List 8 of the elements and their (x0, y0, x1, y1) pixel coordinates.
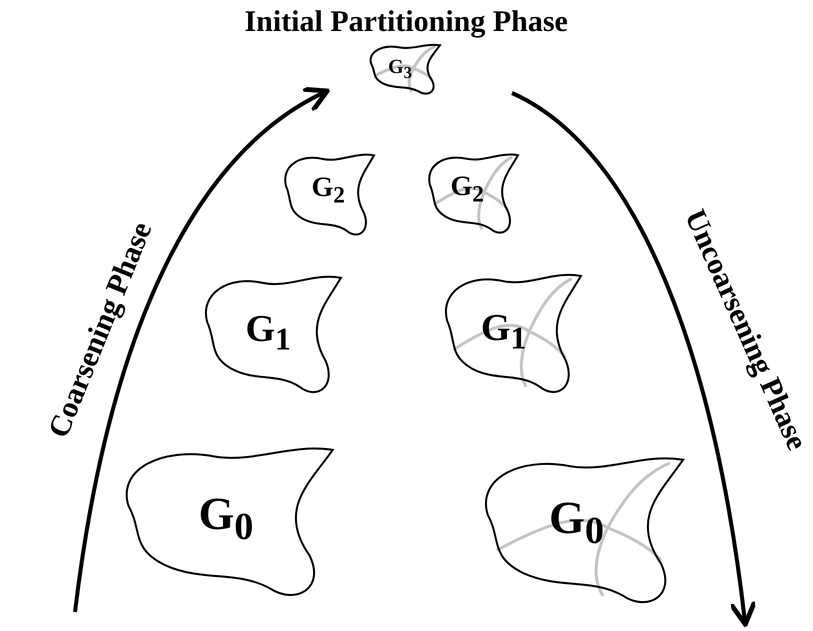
graph-label: G$_{2}$ (450, 172, 484, 207)
graph-label: G$_{0}$ (198, 491, 254, 547)
graph-label: G$_{1}$ (480, 308, 526, 354)
graph-label: G$_{2}$ (312, 174, 345, 208)
graph-label: G$_{1}$ (245, 310, 291, 356)
phase-title: Initial Partitioning Phase (244, 7, 568, 37)
graph-label: G$_{0}$ (549, 494, 604, 550)
graph-label: G$_{3}$ (388, 57, 412, 82)
